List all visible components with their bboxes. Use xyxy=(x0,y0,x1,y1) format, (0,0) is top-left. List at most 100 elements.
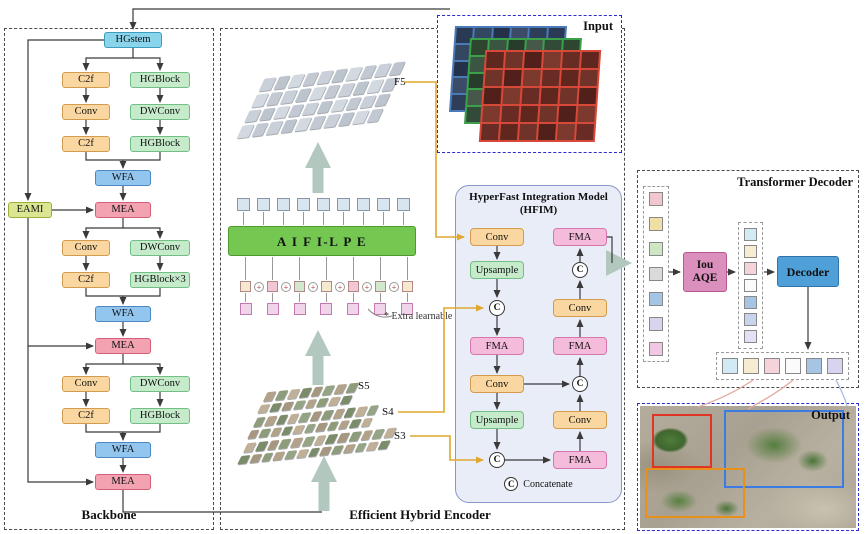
s3-label: S3 xyxy=(394,430,406,442)
f5-label: F5 xyxy=(394,76,406,88)
feature-cell xyxy=(561,52,581,68)
feature-cell xyxy=(649,217,663,231)
backbone-row1-left: C2f xyxy=(62,72,110,88)
feature-cell xyxy=(577,106,596,122)
query-column-1 xyxy=(643,186,669,362)
embedding-row: ++++++ xyxy=(240,281,413,292)
feature-cell xyxy=(575,124,595,140)
feature-cell xyxy=(522,70,541,86)
feature-cell xyxy=(764,358,780,374)
feature-cell xyxy=(540,88,559,104)
hfim-right-conv-upper: Conv xyxy=(553,299,607,317)
backbone-row2-left: Conv xyxy=(62,104,110,120)
backbone-mea-2: MEA xyxy=(95,338,151,354)
feature-cell xyxy=(744,262,757,275)
feature-cell xyxy=(556,124,576,140)
hfim-legend: C Concatenate xyxy=(455,477,622,491)
feature-cell xyxy=(337,198,350,211)
encoder-label: Efficient Hybrid Encoder xyxy=(349,507,491,522)
iou-aqe-line1: Iou xyxy=(696,258,714,271)
backbone-row7-left: C2f xyxy=(62,408,110,424)
feature-cell xyxy=(827,358,843,374)
feature-cell xyxy=(320,303,333,315)
plus-icon: + xyxy=(389,281,399,292)
feature-cell xyxy=(402,281,413,292)
backbone-mea-3: MEA xyxy=(95,474,151,490)
hfim-left-conv-bottom: Conv xyxy=(470,375,524,393)
backbone-wfa-2: WFA xyxy=(95,306,151,322)
feature-cell xyxy=(520,106,539,122)
hfim-title-line1: HyperFast Integration Model xyxy=(469,191,608,203)
feature-cell xyxy=(744,296,757,309)
plus-icon: + xyxy=(362,281,372,292)
hfim-left-conv-top: Conv xyxy=(470,228,524,246)
iou-aqe-line2: AQE xyxy=(692,272,718,284)
backbone-eami: EAMI xyxy=(8,202,52,218)
feature-cell xyxy=(744,228,757,241)
plus-icon: + xyxy=(308,281,318,292)
feature-cell xyxy=(499,124,519,140)
detection-bbox-red xyxy=(652,414,712,468)
feature-cell xyxy=(267,281,278,292)
detection-bbox-orange xyxy=(645,468,745,518)
decoder-title: Transformer Decoder xyxy=(737,175,853,189)
backbone-panel xyxy=(4,28,214,530)
hfim-left-upsample-bottom: Upsample xyxy=(470,411,524,429)
decoder-node: Decoder xyxy=(777,256,839,287)
feature-cell xyxy=(294,281,305,292)
feature-cell xyxy=(722,358,738,374)
hfim-right-conv-lower: Conv xyxy=(553,411,607,429)
feature-cell xyxy=(377,198,390,211)
feature-cell xyxy=(539,106,558,122)
feature-cell xyxy=(277,198,290,211)
feature-cell xyxy=(293,303,306,315)
query-column-2 xyxy=(738,222,763,349)
feature-cell xyxy=(503,70,522,86)
feature-cell xyxy=(523,52,543,68)
feature-cell xyxy=(649,317,663,331)
backbone-row1-right: HGBlock xyxy=(130,72,190,88)
feature-cell xyxy=(501,106,520,122)
feature-cell xyxy=(321,281,332,292)
backbone-row3-left: C2f xyxy=(62,136,110,152)
hfim-concat-right-upper: C xyxy=(572,262,588,278)
aifi-lpe-node: A I F I-L P E xyxy=(228,226,416,256)
feature-cell xyxy=(375,281,386,292)
feature-cell xyxy=(785,358,801,374)
backbone-wfa-1: WFA xyxy=(95,170,151,186)
feature-cell xyxy=(483,88,502,104)
feature-cell xyxy=(649,292,663,306)
feature-cell xyxy=(541,70,560,86)
concatenate-icon: C xyxy=(504,477,519,491)
feature-cell xyxy=(649,242,663,256)
backbone-row6-right: DWConv xyxy=(130,376,190,392)
feature-cell xyxy=(744,330,757,343)
feature-cell xyxy=(559,88,578,104)
feature-cell xyxy=(237,198,250,211)
iou-aqe-node: Iou AQE xyxy=(683,252,727,292)
feature-cell xyxy=(348,281,359,292)
input-layer-red xyxy=(478,50,602,142)
output-query-row xyxy=(716,352,849,380)
hfim-left-fma: FMA xyxy=(470,337,524,355)
feature-cell xyxy=(558,106,577,122)
backbone-wfa-3: WFA xyxy=(95,442,151,458)
hfim-right-fma-bottom: FMA xyxy=(553,451,607,469)
feature-cell xyxy=(266,303,279,315)
feature-cell xyxy=(537,124,557,140)
backbone-row5-left: C2f xyxy=(62,272,110,288)
feature-cell xyxy=(744,313,757,326)
feature-cell xyxy=(649,342,663,356)
extra-learnable-note: * Extra learnable xyxy=(384,311,453,322)
feature-cell xyxy=(560,70,579,86)
feature-cell xyxy=(480,124,500,140)
feature-cell xyxy=(744,245,757,258)
feature-cell xyxy=(649,267,663,281)
feature-cell xyxy=(240,303,252,315)
plus-icon: + xyxy=(254,281,264,292)
feature-cell xyxy=(744,279,757,292)
backbone-label: Backbone xyxy=(81,507,137,522)
feature-cell xyxy=(257,198,270,211)
backbone-row5-right: HGBlock×3 xyxy=(130,272,190,288)
feature-cell xyxy=(297,198,310,211)
